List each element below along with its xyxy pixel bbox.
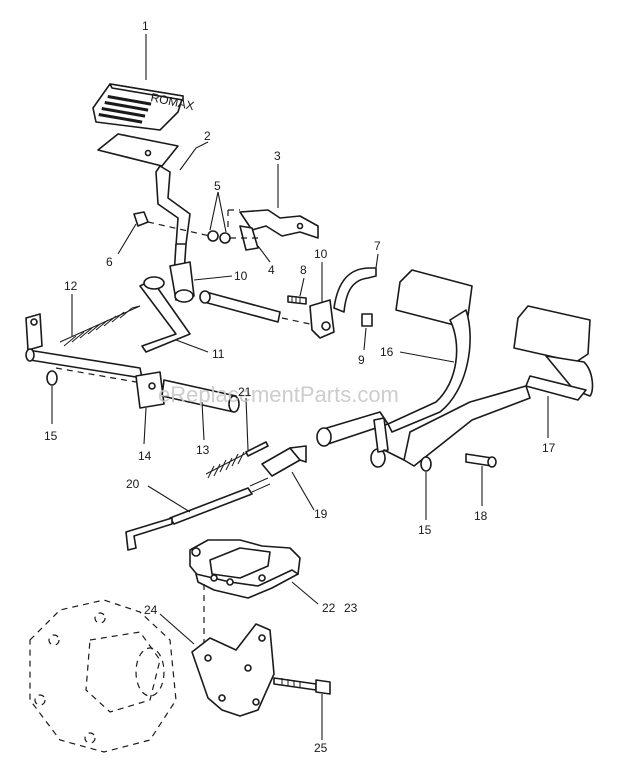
callout-12: 12 [64, 279, 78, 293]
callout-15-right: 15 [418, 523, 432, 537]
transmission-outline [29, 599, 177, 753]
callout-13: 13 [196, 443, 210, 457]
watermark-text: eReplacementParts.com [158, 382, 399, 407]
callout-16: 16 [380, 345, 394, 359]
spring-21 [205, 441, 269, 479]
callout-6: 6 [106, 255, 113, 269]
callout-19: 19 [314, 507, 328, 521]
pedal-pad-cover: ROMAX [92, 83, 195, 131]
rod-20 [125, 477, 271, 551]
callout-20: 20 [126, 477, 140, 491]
pivot-shaft [55, 367, 240, 413]
callout-24: 24 [144, 603, 158, 617]
right-bracket-group [287, 267, 377, 339]
callout-2: 2 [204, 129, 211, 143]
washer-right [420, 456, 432, 472]
callout-17: 17 [542, 441, 556, 455]
callout-25: 25 [314, 741, 328, 755]
pedal-bracket [227, 209, 319, 251]
pin-18 [465, 453, 497, 468]
nuts-5-6 [133, 211, 262, 244]
leader-lines [51, 34, 549, 740]
callout-10-right: 10 [314, 247, 328, 261]
upper-shaft [199, 290, 311, 325]
mounting-plate-24 [191, 623, 275, 717]
callout-4: 4 [268, 263, 275, 277]
callout-15-left: 15 [44, 429, 58, 443]
callout-numbers: 1 2 3 4 5 6 7 8 9 10 10 11 12 13 14 15 1… [44, 19, 556, 755]
washer-left [46, 370, 58, 386]
callout-5: 5 [214, 179, 221, 193]
bolt-25 [273, 677, 331, 695]
callout-1: 1 [142, 19, 149, 33]
spring-and-pivot [25, 305, 143, 379]
callout-21: 21 [238, 385, 252, 399]
callout-3: 3 [274, 149, 281, 163]
callout-11: 11 [212, 347, 225, 361]
callout-8: 8 [300, 263, 307, 277]
clutch-pedal-arm [97, 133, 191, 277]
callout-7: 7 [374, 239, 381, 253]
housing-22-23 [189, 539, 301, 650]
clevis-19 [261, 445, 307, 477]
callout-23: 23 [344, 601, 358, 615]
callout-18: 18 [474, 509, 488, 523]
lever-and-rod [139, 261, 195, 353]
callout-14: 14 [138, 449, 152, 463]
brake-pedals [316, 269, 594, 468]
callout-22: 22 [322, 601, 336, 615]
callout-10-left: 10 [234, 269, 248, 283]
callout-9: 9 [358, 353, 365, 367]
